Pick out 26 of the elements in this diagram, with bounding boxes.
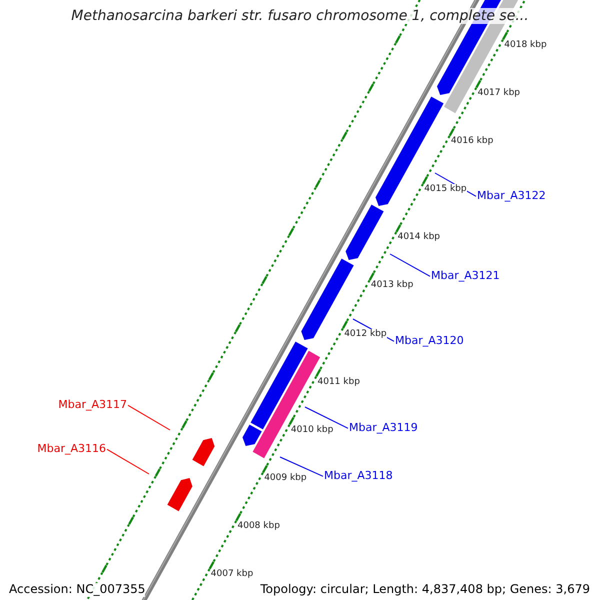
scale-label: 4015 kbp bbox=[424, 184, 467, 195]
leader-line bbox=[280, 456, 324, 477]
scale-label: 4017 kbp bbox=[478, 88, 520, 98]
gene-label: Mbar_A3117 bbox=[58, 399, 127, 412]
scale-label: 4011 kbp bbox=[318, 376, 360, 388]
scale-label: 4012 kbp bbox=[344, 328, 387, 339]
gene-label: Mbar_A3119 bbox=[349, 422, 418, 435]
leader-line bbox=[304, 406, 348, 429]
scale-label: 4008 kbp bbox=[238, 521, 280, 532]
scale-label: 4009 kbp bbox=[264, 472, 307, 484]
scale-label: 4010 kbp bbox=[290, 424, 334, 436]
leader-line bbox=[390, 254, 430, 277]
gene-label: Mbar_A3118 bbox=[324, 470, 393, 483]
leader-line bbox=[128, 404, 170, 430]
scale-label: 4013 kbp bbox=[370, 280, 414, 291]
genome-info-text: Topology: circular; Length: 4,837,408 bp; Genes: 3,679 bbox=[260, 583, 590, 597]
scale-label: 4007 kbp bbox=[210, 569, 254, 580]
gene-label: Mbar_A3122 bbox=[477, 190, 546, 203]
scale-label: 4018 kbp bbox=[504, 40, 547, 50]
gene-label: Mbar_A3116 bbox=[37, 443, 106, 456]
scale-label: 4014 kbp bbox=[398, 232, 440, 243]
gene-label: Mbar_A3120 bbox=[395, 335, 464, 348]
accession-text: Accession: NC_007355 bbox=[9, 583, 146, 597]
scale-label: 4016 kbp bbox=[450, 136, 494, 146]
gene-label: Mbar_A3121 bbox=[431, 270, 500, 283]
leader-line bbox=[106, 448, 150, 474]
